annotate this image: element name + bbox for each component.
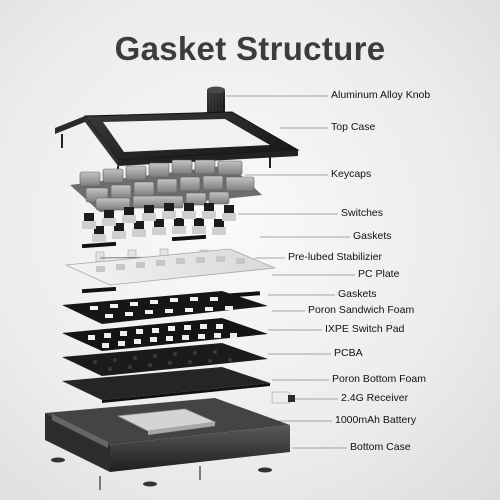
label-receiver: 2.4G Receiver (341, 392, 409, 404)
switches-part (82, 203, 236, 242)
label-battery: 1000mAh Battery (335, 414, 417, 426)
poron-sandwich-foam-part (62, 291, 268, 324)
pcba-part (62, 343, 268, 376)
label-switches: Switches (341, 207, 384, 219)
label-gaskets-lower: Gaskets (338, 288, 377, 300)
label-aluminum-knob: Aluminum Alloy Knob (331, 89, 431, 101)
diagram-title: Gasket Structure (114, 30, 386, 67)
label-pc-plate: PC Plate (358, 268, 400, 280)
label-top-case: Top Case (331, 121, 376, 133)
label-bottom-case: Bottom Case (350, 441, 411, 453)
poron-bottom-foam-part (62, 367, 270, 403)
aluminum-knob-part (207, 86, 225, 116)
gaskets-upper-part (81, 234, 207, 249)
label-pcba: PCBA (334, 347, 363, 359)
label-poron-bottom-foam: Poron Bottom Foam (332, 373, 426, 385)
keycaps-part (70, 159, 262, 212)
receiver-dongle-part (271, 391, 295, 404)
ixpe-switch-pad-part (62, 318, 268, 351)
pc-plate-part (64, 248, 276, 286)
label-gaskets-upper: Gaskets (353, 230, 392, 242)
battery-part (116, 408, 217, 435)
label-keycaps: Keycaps (331, 168, 372, 180)
label-ixpe-switch-pad: IXPE Switch Pad (325, 323, 405, 335)
label-poron-sandwich-foam: Poron Sandwich Foam (308, 304, 415, 316)
label-stabilizer: Pre-lubed Stabilizier (288, 251, 382, 263)
top-case-part (55, 111, 300, 178)
